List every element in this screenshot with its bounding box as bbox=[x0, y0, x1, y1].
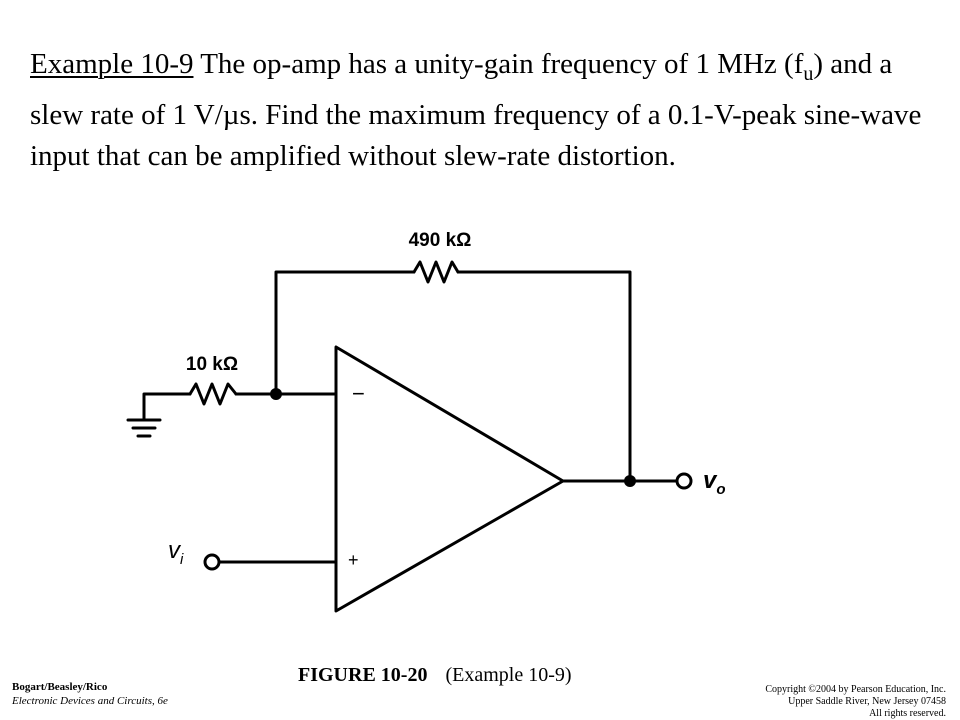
input-terminal bbox=[203, 553, 221, 571]
problem-text-part1: The op-amp has a unity-gain frequency of… bbox=[200, 48, 804, 80]
feedback-resistor bbox=[412, 260, 460, 284]
output-terminal bbox=[675, 472, 693, 490]
noninverting-input-symbol: + bbox=[348, 550, 359, 570]
input-resistor-label: 10 kΩ bbox=[186, 354, 238, 375]
output-voltage-label: vo bbox=[703, 467, 726, 498]
output-voltage-sub: o bbox=[716, 481, 725, 498]
input-voltage-main: v bbox=[168, 537, 182, 564]
footer-copyright: Copyright ©2004 by Pearson Education, In… bbox=[765, 684, 946, 720]
copyright-line-3: All rights reserved. bbox=[869, 708, 946, 719]
copyright-line-2: Upper Saddle River, New Jersey 07458 bbox=[788, 696, 946, 707]
input-voltage-label: vi bbox=[168, 537, 184, 568]
problem-statement: Example 10-9 The op-amp has a unity-gain… bbox=[30, 44, 930, 177]
input-resistor bbox=[188, 382, 238, 406]
feedback-resistor-label: 490 kΩ bbox=[409, 230, 472, 251]
figure-reference: (Example 10-9) bbox=[445, 664, 572, 686]
output-node bbox=[624, 475, 636, 487]
input-voltage-sub: i bbox=[180, 551, 184, 568]
ground-wire bbox=[142, 392, 192, 422]
footer-book-info: Bogart/Beasley/Rico Electronic Devices a… bbox=[12, 680, 168, 708]
figure-number: FIGURE 10-20 bbox=[298, 664, 428, 686]
example-label: Example 10-9 bbox=[30, 48, 194, 80]
feedback-wire-left bbox=[274, 270, 416, 396]
inverting-input-symbol: − bbox=[352, 381, 365, 406]
ground-symbol bbox=[126, 418, 162, 438]
problem-text-part2: ) and a slew rate of 1 V/µs. Find the ma… bbox=[30, 48, 922, 172]
copyright-line-1: Copyright ©2004 by Pearson Education, In… bbox=[765, 684, 946, 695]
footer-authors: Bogart/Beasley/Rico bbox=[12, 681, 108, 693]
footer-book-title: Electronic Devices and Circuits, 6e bbox=[12, 695, 168, 707]
feedback-wire-right bbox=[456, 270, 632, 483]
figure-caption: FIGURE 10-20 (Example 10-9) bbox=[298, 664, 572, 687]
op-amp-triangle bbox=[334, 345, 565, 613]
output-voltage-main: v bbox=[703, 467, 718, 494]
problem-subscript: u bbox=[803, 62, 814, 85]
